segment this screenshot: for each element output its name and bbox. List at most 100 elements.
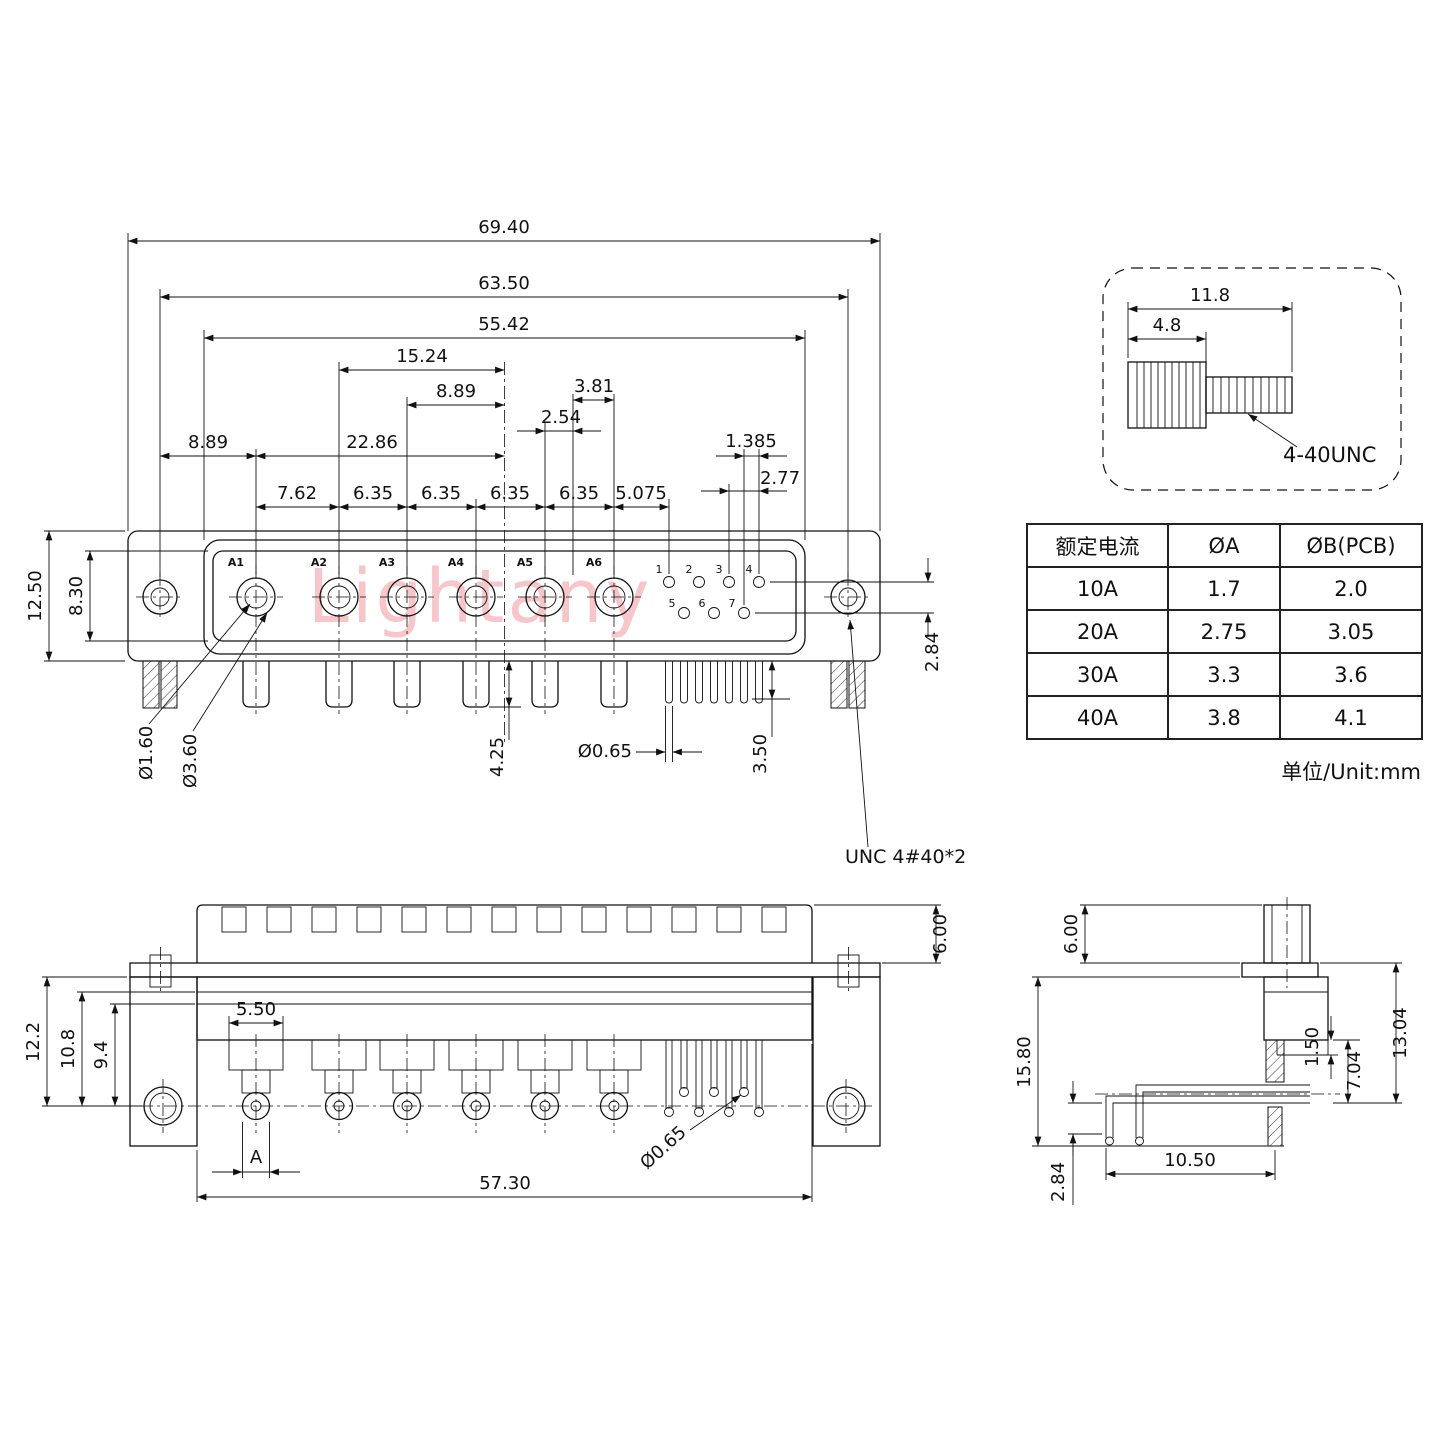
dim-bl-5-50: 5.50	[229, 999, 283, 1027]
bl-slots	[221, 906, 787, 933]
screw-detail: 11.8 4.8 4-40UNC	[1102, 267, 1402, 491]
dim-label: 4.8	[1153, 315, 1182, 336]
dim-label: 5.075	[615, 483, 667, 504]
dim-bl-57-30: 57.30	[197, 1173, 812, 1201]
br-board-lock	[1265, 1039, 1285, 1147]
dim-bl-pin-dia: Ø0.65	[636, 1094, 742, 1174]
dim-8-89-left: 8.89	[160, 432, 256, 460]
dim-br-2-84: 2.84	[1048, 1081, 1077, 1205]
table-row: 10A 1.7 2.0	[1026, 566, 1423, 611]
dim-label: 6.35	[421, 483, 461, 504]
table-row: 20A 2.75 3.05	[1026, 609, 1423, 654]
dim-3-81: 3.81	[573, 376, 614, 404]
dim-label: 6.00	[930, 914, 951, 954]
dim-pin-diameter: Ø0.65	[578, 706, 702, 762]
dim-pin-length: 3.50	[750, 661, 790, 774]
bl-outline	[129, 904, 881, 1147]
dim-label: 13.04	[1390, 1007, 1411, 1059]
unit-note: 单位/Unit:mm	[1281, 760, 1421, 784]
contact-a1: A1	[228, 556, 283, 714]
leader-contact-bores: Ø1.60 Ø3.60	[136, 603, 268, 788]
pin-comb	[665, 661, 763, 704]
dim-body-height: 8.30	[66, 551, 94, 641]
dim-br-15-80: 15.80	[1014, 977, 1042, 1146]
thumbscrew	[1127, 361, 1293, 429]
dim-screw-head: 4.8	[1128, 315, 1206, 343]
br-bent-pins	[1105, 1084, 1310, 1146]
bottom-right-view: 6.00 15.80 13.04 7.04 1.50 10.50 2.84	[1014, 897, 1411, 1205]
dim-label: 8.30	[66, 576, 87, 616]
pin-label: 3	[716, 563, 723, 576]
unc-callout: UNC 4#40*2	[845, 619, 966, 868]
dim-label: 4.25	[487, 737, 508, 777]
pin-label: 2	[686, 563, 693, 576]
dim-label: 12.2	[23, 1022, 44, 1062]
unc-note: UNC 4#40*2	[845, 846, 966, 868]
dim-label: 7.62	[277, 483, 317, 504]
dim-8-89-center: 8.89	[407, 381, 505, 409]
contact-a5: A5	[517, 556, 572, 714]
pin-label: 5	[669, 597, 676, 610]
bottom-left-view: 5.50 12.2 10.8 9.4 A 57.30 Ø0.65	[23, 904, 951, 1202]
dim-bl-a: A	[212, 1147, 300, 1176]
signal-pins: 1 2 3 4 5 6 7	[656, 563, 765, 619]
contact-a4: A4	[448, 556, 503, 714]
dim-15-24: 15.24	[339, 346, 505, 374]
dim-label: 63.50	[478, 273, 530, 294]
dim-row-offset: 2.84	[922, 558, 943, 672]
dim-22-86: 22.86	[255, 432, 505, 460]
dim-label: 1.50	[1302, 1027, 1323, 1067]
table-row: 30A 3.3 3.6	[1026, 652, 1423, 697]
dim-label: 6.35	[490, 483, 530, 504]
header-dia-a: ØA	[1167, 523, 1281, 568]
br-extension-lines	[1032, 904, 1402, 1180]
dim-label: 3.50	[750, 734, 771, 774]
dim-2-54: 2.54	[517, 407, 601, 435]
bl-screw-left	[149, 947, 172, 995]
dim-label: 15.80	[1014, 1036, 1035, 1088]
dim-br-7-04: 7.04	[1344, 1040, 1365, 1103]
dim-bl-10-8: 10.8	[58, 992, 86, 1106]
dim-screw-total: 11.8	[1128, 285, 1292, 313]
dim-1-385: 1.385	[716, 431, 787, 460]
dim-label: 2.77	[760, 468, 800, 489]
dim-label: Ø0.65	[636, 1122, 690, 1174]
front-extension-lines	[44, 233, 934, 662]
rated-current-table: 额定电流 ØA ØB(PCB) 10A 1.7 2.0 20A 2.75 3.0…	[1026, 523, 1423, 740]
dim-body-width: 55.42	[204, 314, 805, 342]
dim-label: 2.84	[1048, 1162, 1069, 1202]
header-rated-current: 额定电流	[1026, 523, 1169, 568]
thread-label: 4-40UNC	[1283, 443, 1376, 467]
mounting-screw-right	[824, 573, 872, 621]
power-contacts: A1 A2 A3 A4 A5	[228, 556, 641, 714]
dim-br-1-50: 1.50	[1302, 1016, 1335, 1079]
dim-label: 9.4	[91, 1041, 112, 1070]
dim-label: 11.8	[1190, 285, 1230, 306]
dim-label: 10.8	[58, 1029, 79, 1069]
dim-label: 57.30	[479, 1173, 531, 1194]
dim-label: Ø0.65	[578, 741, 632, 762]
contact-label: A5	[517, 556, 533, 569]
dim-label: 6.00	[1061, 914, 1082, 954]
dim-label: 1.385	[725, 431, 777, 452]
dim-br-13-04: 13.04	[1390, 963, 1411, 1103]
solder-posts	[242, 661, 628, 708]
dim-label: 8.89	[436, 381, 476, 402]
bl-screw-right	[837, 947, 860, 995]
dim-label: A	[250, 1147, 263, 1168]
board-locks	[142, 660, 866, 709]
dim-label: Ø3.60	[180, 734, 201, 788]
dim-bl-12-2: 12.2	[23, 977, 51, 1106]
dim-label: 22.86	[346, 432, 398, 453]
pin-label: 7	[729, 597, 736, 610]
screw-thread-callout: 4-40UNC	[1247, 413, 1376, 467]
dim-label: 8.89	[188, 432, 228, 453]
table-row: 40A 3.8 4.1	[1026, 695, 1423, 740]
contact-label: A6	[586, 556, 603, 569]
pin-label: 4	[746, 563, 753, 576]
dim-bl-6-00: 6.00	[930, 905, 951, 963]
contact-a3: A3	[379, 556, 434, 714]
contact-label: A4	[448, 556, 465, 569]
dim-label: 10.50	[1164, 1150, 1216, 1171]
